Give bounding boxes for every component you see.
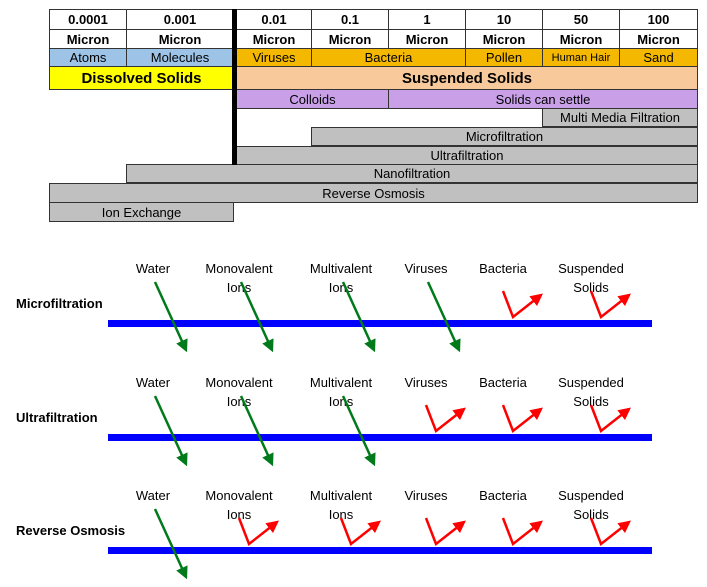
unit-label: Micron <box>49 29 127 49</box>
rejected-arrow <box>589 404 631 434</box>
process-row-label: Microfiltration <box>16 296 103 311</box>
rejected-arrow <box>501 517 543 547</box>
rejected-arrow <box>589 517 631 547</box>
membrane-bar <box>108 434 652 441</box>
process-multi-media-filtration: Multi Media Filtration <box>542 108 698 127</box>
process-ion-exchange: Ion Exchange <box>49 202 234 222</box>
contaminant-label: Bacteria <box>479 375 527 390</box>
contaminant-label: Bacteria <box>479 488 527 503</box>
dissolved-suspended-divider <box>232 9 237 165</box>
passes-arrow <box>426 281 461 353</box>
contaminant-label: Multivalent <box>310 488 373 503</box>
rejected-arrow <box>501 404 543 434</box>
rejected-arrow <box>339 517 381 547</box>
contaminant-label: Suspended <box>558 261 624 276</box>
contaminant-label: Ions <box>329 394 354 409</box>
contaminant-label: Water <box>136 488 171 503</box>
passes-arrow <box>153 508 188 580</box>
unit-label: Micron <box>311 29 389 49</box>
membrane-bar <box>108 547 652 554</box>
contaminant-label: Suspended <box>558 375 624 390</box>
particle-molecules: Molecules <box>126 48 234 67</box>
size-0.01: 0.01 <box>236 9 312 30</box>
particle-atoms: Atoms <box>49 48 127 67</box>
contaminant-label: Monovalent <box>205 261 273 276</box>
contaminant-label: Ions <box>227 507 252 522</box>
membrane-bar <box>108 320 652 327</box>
contaminant-label: Water <box>136 261 171 276</box>
contaminant-label: Solids <box>573 394 609 409</box>
rejected-arrow <box>589 290 631 320</box>
contaminant-label: Ions <box>227 280 252 295</box>
contaminant-label: Solids <box>573 507 609 522</box>
process-row-label: Ultrafiltration <box>16 410 98 425</box>
passes-arrow <box>239 395 274 467</box>
rejected-arrow <box>424 517 466 547</box>
contaminant-label: Viruses <box>404 261 448 276</box>
contaminant-label: Viruses <box>404 488 448 503</box>
process-row-label: Reverse Osmosis <box>16 523 125 538</box>
passes-arrow <box>341 281 376 353</box>
colloids-band: Colloids <box>236 89 389 109</box>
contaminant-label: Multivalent <box>310 375 373 390</box>
contaminant-label: Monovalent <box>205 375 273 390</box>
particle-viruses: Viruses <box>236 48 312 67</box>
contaminant-label: Bacteria <box>479 261 527 276</box>
passes-arrow <box>341 395 376 467</box>
dissolved-solids-band: Dissolved Solids <box>49 66 234 90</box>
process-microfiltration: Microfiltration <box>311 127 698 146</box>
passes-arrow <box>153 281 188 353</box>
unit-label: Micron <box>388 29 466 49</box>
contaminant-label: Ions <box>329 507 354 522</box>
rejected-arrow <box>237 517 279 547</box>
process-reverse-osmosis: Reverse Osmosis <box>49 183 698 203</box>
contaminant-label: Multivalent <box>310 261 373 276</box>
size-0.001: 0.001 <box>126 9 234 30</box>
rejected-arrow <box>424 404 466 434</box>
process-nanofiltration: Nanofiltration <box>126 164 698 183</box>
contaminant-label: Solids <box>573 280 609 295</box>
contaminant-label: Ions <box>329 280 354 295</box>
passes-arrow <box>153 395 188 467</box>
contaminant-label: Ions <box>227 394 252 409</box>
passes-arrow <box>239 281 274 353</box>
solids-can-settle-band: Solids can settle <box>388 89 698 109</box>
contaminant-label: Monovalent <box>205 488 273 503</box>
contaminant-label: Viruses <box>404 375 448 390</box>
contaminant-label: Suspended <box>558 488 624 503</box>
rejected-arrow <box>501 290 543 320</box>
contaminant-label: Water <box>136 375 171 390</box>
